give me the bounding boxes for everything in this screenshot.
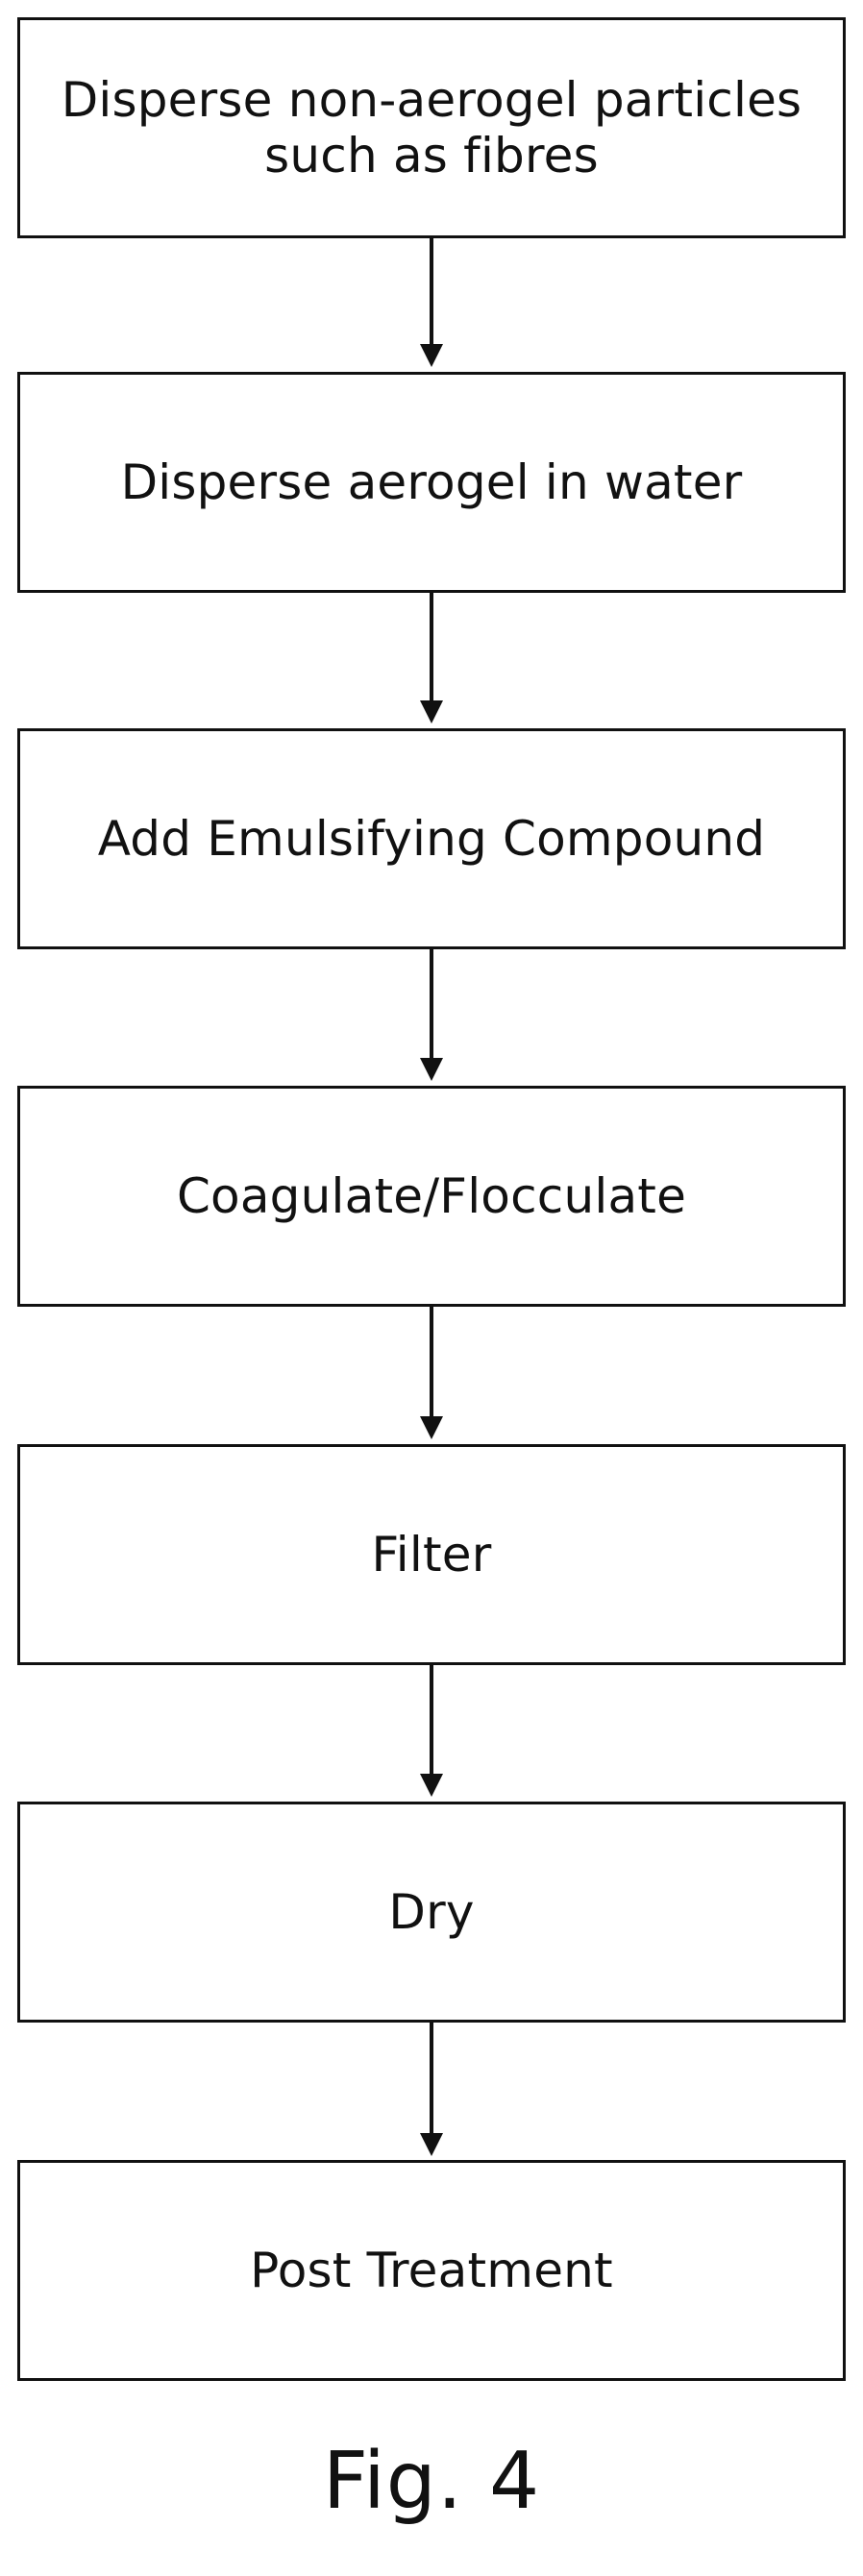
flow-connector [430, 1665, 433, 1774]
step-label-disperse-aerogel-in-water: Disperse aerogel in water [102, 454, 762, 510]
step-box-add-emulsifying-compound: Add Emulsifying Compound [17, 728, 846, 949]
step-label-disperse-non-aerogel-particles: Disperse non-aerogel particles such as f… [42, 72, 822, 184]
arrowhead-down-icon [420, 1416, 443, 1439]
flow-connector [430, 238, 433, 344]
arrowhead-down-icon [420, 2133, 443, 2156]
step-box-disperse-non-aerogel-particles: Disperse non-aerogel particles such as f… [17, 17, 846, 238]
step-label-filter: Filter [352, 1527, 510, 1582]
step-box-post-treatment: Post Treatment [17, 2160, 846, 2381]
step-label-line: such as fibres [62, 128, 802, 184]
arrowhead-down-icon [420, 1774, 443, 1797]
flow-connector [430, 1307, 433, 1416]
step-label-line: Disperse non-aerogel particles [62, 72, 802, 128]
step-box-dry: Dry [17, 1802, 846, 2023]
step-label-post-treatment: Post Treatment [231, 2243, 632, 2298]
step-label-coagulate-flocculate: Coagulate/Flocculate [158, 1168, 705, 1224]
flow-connector [430, 949, 433, 1058]
step-box-coagulate-flocculate: Coagulate/Flocculate [17, 1086, 846, 1307]
figure-caption: Fig. 4 [0, 2436, 863, 2528]
arrowhead-down-icon [420, 344, 443, 367]
step-box-filter: Filter [17, 1444, 846, 1665]
flow-connector [430, 593, 433, 700]
step-label-add-emulsifying-compound: Add Emulsifying Compound [79, 811, 785, 867]
step-label-dry: Dry [369, 1884, 493, 1940]
step-box-disperse-aerogel-in-water: Disperse aerogel in water [17, 372, 846, 593]
arrowhead-down-icon [420, 700, 443, 724]
flow-connector [430, 2023, 433, 2133]
arrowhead-down-icon [420, 1058, 443, 1081]
